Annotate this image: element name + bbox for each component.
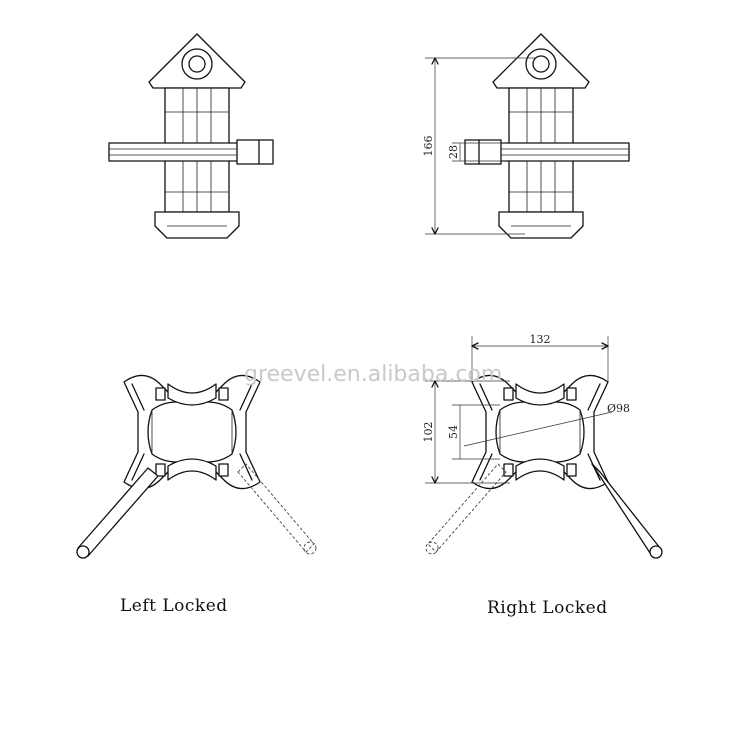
dimension-lines-bottom-right [425,336,613,484]
right-plan-view [471,374,609,490]
dim-height-total: 166 [422,136,435,157]
watermark-text: greevel.en.alibaba.com [244,362,503,387]
dimension-lines-top-right [425,57,535,235]
right-front-view [464,33,630,239]
dim-width-total: 132 [530,333,551,346]
caption-left-locked: Left Locked [120,596,228,616]
dim-diameter: Ø98 [607,402,630,415]
dim-height-side: 102 [422,422,435,443]
right-handle [425,463,663,559]
dim-height-inner: 54 [447,425,460,439]
left-handle [76,463,317,559]
left-front-view [108,33,274,239]
dim-height-bar: 28 [447,145,460,159]
caption-right-locked: Right Locked [487,598,608,618]
